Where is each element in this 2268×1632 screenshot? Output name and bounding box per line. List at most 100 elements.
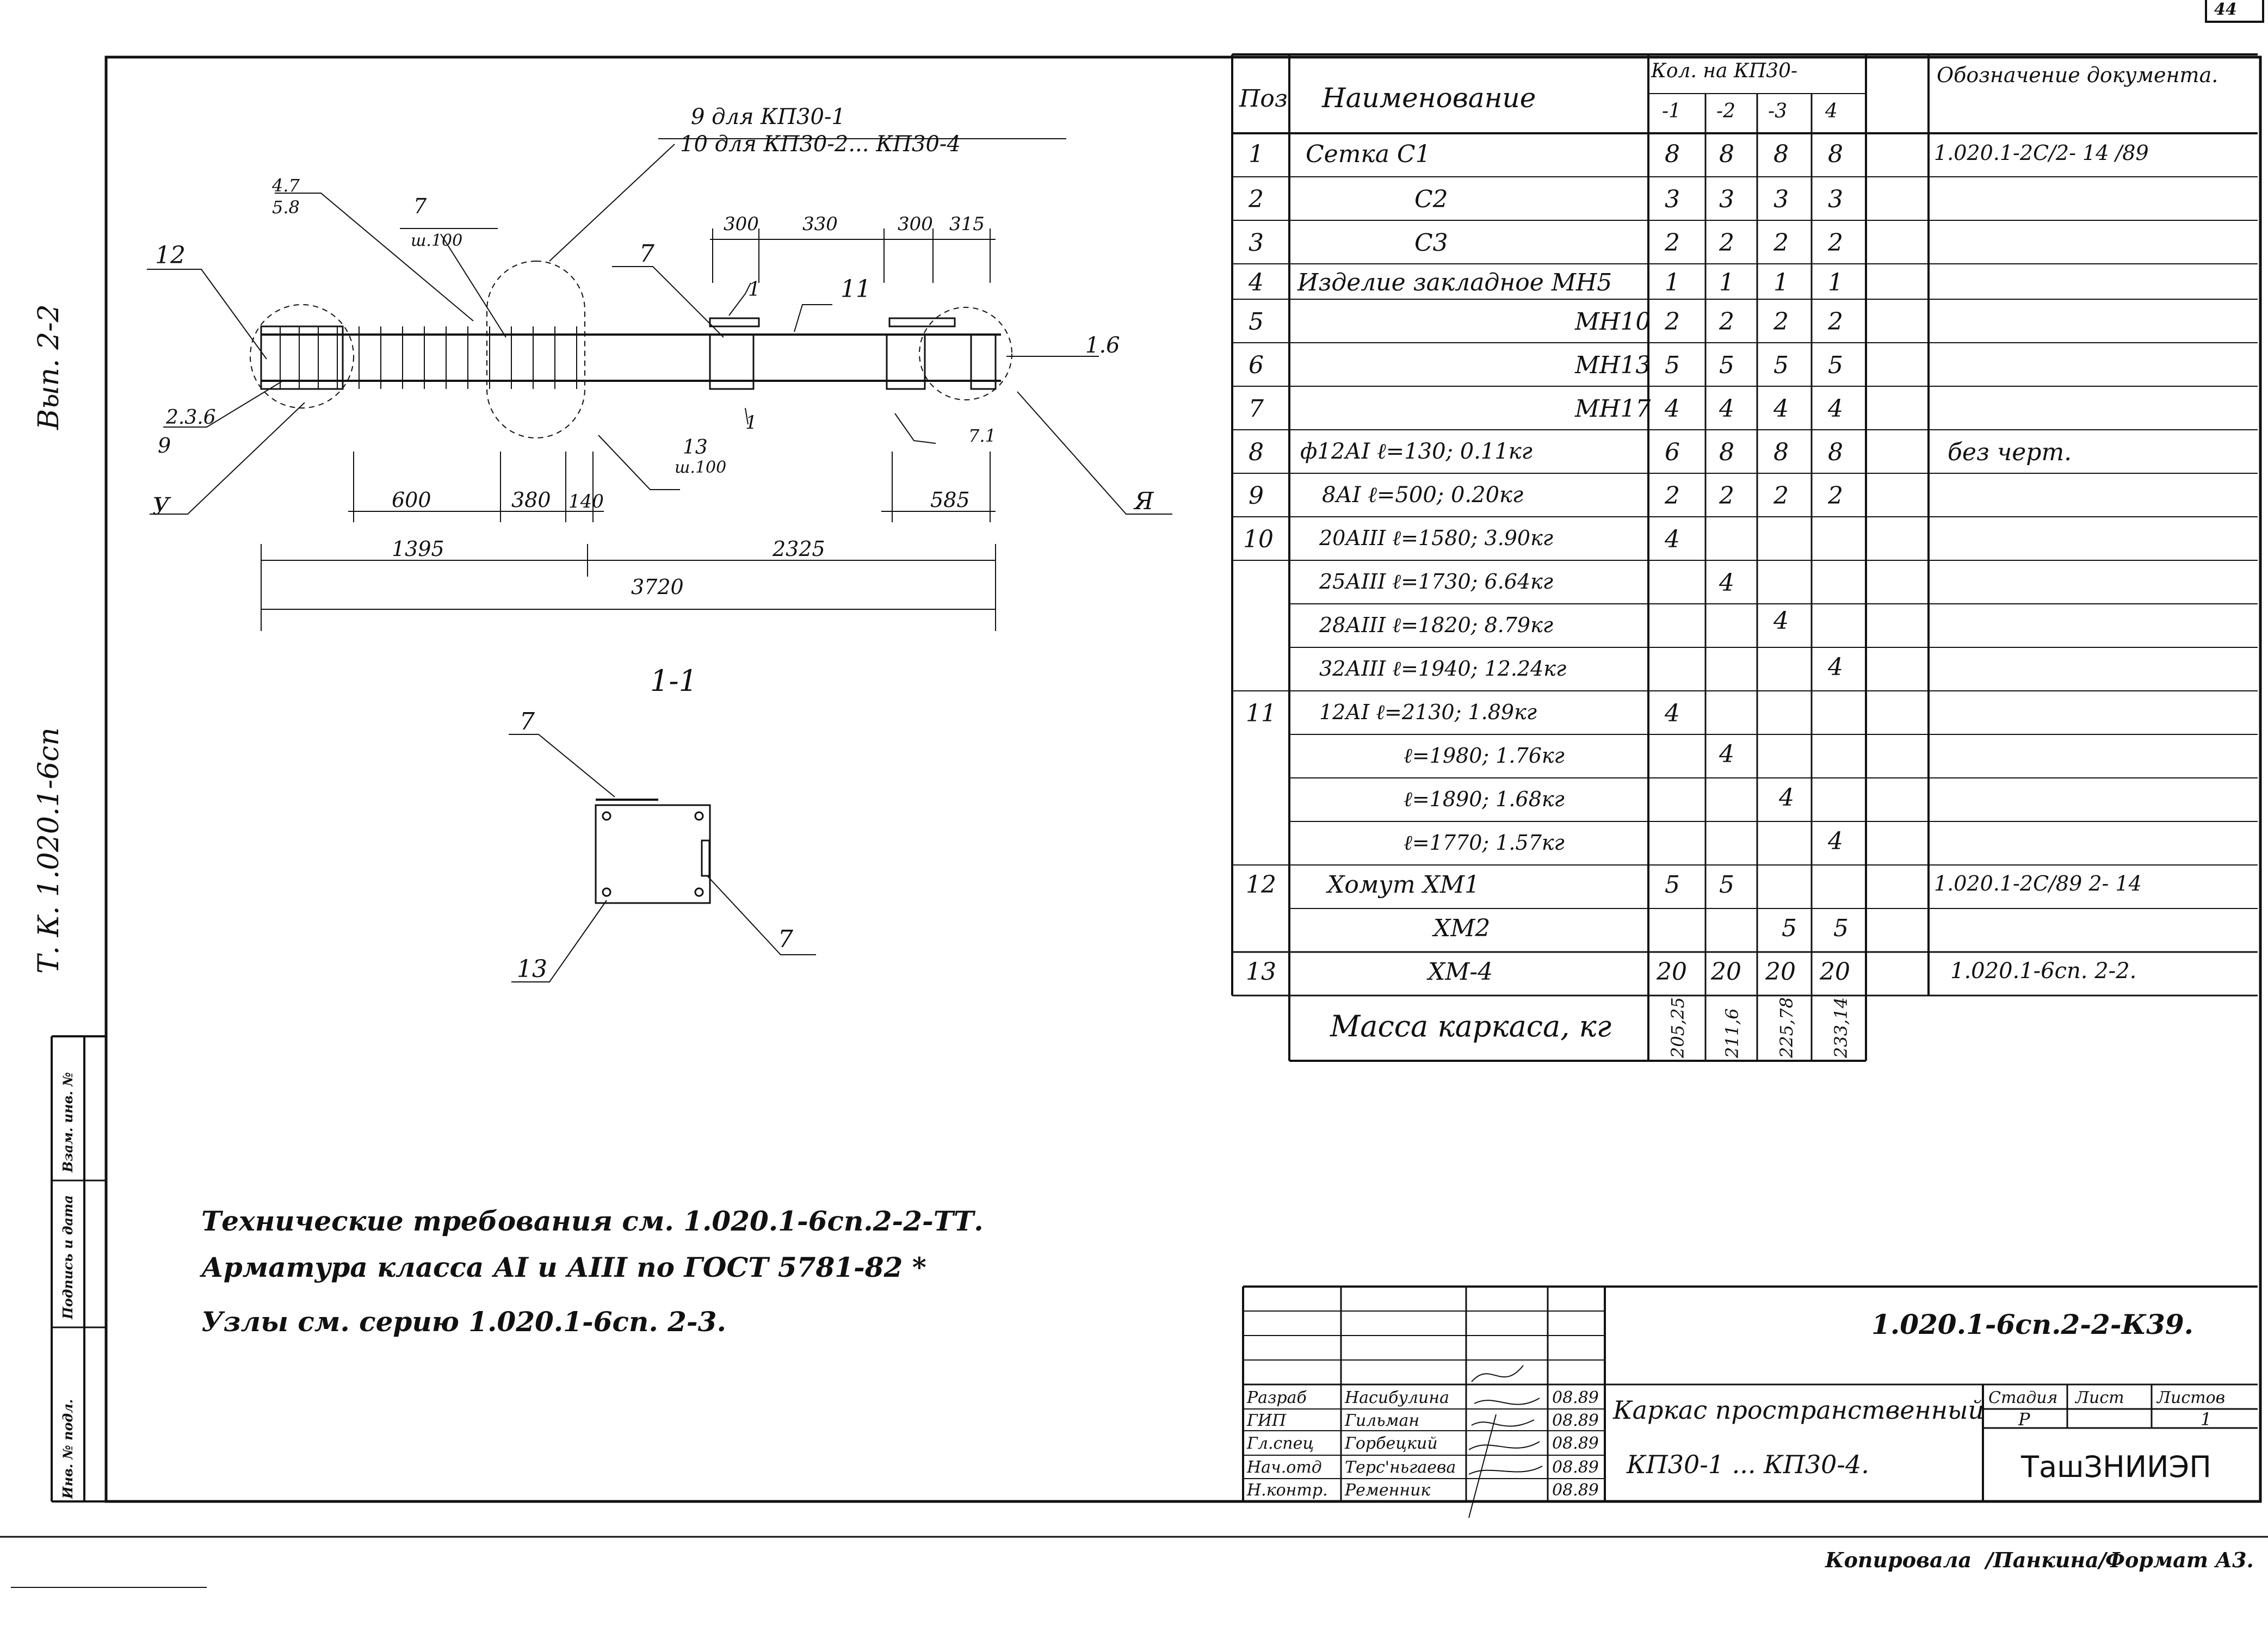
stage-value: Р bbox=[2018, 1409, 2030, 1430]
row-1-q4: 8 bbox=[1828, 140, 1843, 168]
role-2: ГИП bbox=[1247, 1411, 1287, 1430]
dim-2325: 2325 bbox=[773, 537, 825, 561]
name-1: Насибулина bbox=[1345, 1388, 1449, 1407]
row-13-q3: 20 bbox=[1765, 958, 1796, 986]
note-1: Технические требования см. 1.020.1-6сп.2… bbox=[201, 1205, 984, 1237]
dim-300b: 300 bbox=[898, 213, 933, 235]
row-8-q4: 8 bbox=[1828, 438, 1843, 466]
row-13-q2: 20 bbox=[1711, 958, 1741, 986]
row-10d-q4: 4 bbox=[1828, 653, 1843, 681]
row-8-q3: 8 bbox=[1773, 438, 1789, 466]
row-1-q2: 8 bbox=[1719, 140, 1734, 168]
row-12-pos: 12 bbox=[1246, 871, 1276, 899]
row-10-pos: 10 bbox=[1243, 526, 1274, 553]
section-label-7a: 7 bbox=[520, 708, 535, 735]
row-3-q2: 2 bbox=[1719, 229, 1734, 257]
label-13-step: ш.100 bbox=[675, 458, 727, 477]
header-qty-2: -2 bbox=[1716, 100, 1736, 122]
note-2: Арматура класса АI и АIII по ГОСТ 5781-8… bbox=[201, 1251, 926, 1283]
header-qty-4: 4 bbox=[1825, 100, 1838, 122]
row-9-q1: 2 bbox=[1665, 482, 1680, 510]
page-number: 44 bbox=[2214, 0, 2237, 19]
label-13: 13 bbox=[683, 436, 708, 459]
copier-name: /Панкина/ bbox=[1986, 1548, 2106, 1572]
label-4-7: 4.7 bbox=[272, 175, 300, 196]
row-6-name: МН13 bbox=[1575, 351, 1651, 379]
role-5: Н.контр. bbox=[1247, 1481, 1328, 1500]
spec-table-grid bbox=[1231, 53, 2258, 1062]
row-1-name: Сетка С1 bbox=[1306, 140, 1431, 168]
row-9-name: 8АI ℓ=500; 0.20кг bbox=[1322, 483, 1524, 508]
row-5-pos: 5 bbox=[1249, 308, 1264, 336]
row-4-pos: 4 bbox=[1249, 269, 1264, 296]
sheets-value: 1 bbox=[2201, 1409, 2212, 1430]
row-10b-name: 25АIII ℓ=1730; 6.64кг bbox=[1319, 570, 1554, 594]
row-8-q2: 8 bbox=[1719, 438, 1734, 466]
drawing-code: 1.020.1-6сп.2-2-К39. bbox=[1871, 1308, 2194, 1340]
row-12b-name: ХМ2 bbox=[1433, 914, 1491, 942]
row-13-q1: 20 bbox=[1657, 958, 1687, 986]
row-8-q1: 6 bbox=[1665, 438, 1680, 466]
row-12b-q3: 5 bbox=[1782, 914, 1797, 942]
label-7b: 7 bbox=[639, 240, 654, 268]
stamp-sign: Подпись и дата bbox=[60, 1195, 76, 1319]
row-5-q4: 2 bbox=[1828, 308, 1843, 336]
row-13-pos: 13 bbox=[1246, 958, 1276, 986]
label-u: У bbox=[152, 493, 170, 521]
row-3-q1: 2 bbox=[1665, 229, 1680, 257]
stamp-replace: Взам. инв. № bbox=[60, 1072, 76, 1172]
header-doc: Обозначение документа. bbox=[1937, 63, 2218, 87]
date-2: 08.89 bbox=[1552, 1411, 1599, 1430]
row-4-q1: 1 bbox=[1665, 269, 1680, 296]
row-8-doc: без черт. bbox=[1948, 438, 2072, 466]
row-11-name: 12АI ℓ=2130; 1.89кг bbox=[1319, 700, 1537, 724]
row-12-name: Хомут ХМ1 bbox=[1327, 871, 1480, 899]
dim-140: 140 bbox=[568, 491, 604, 512]
issue-label: Вып. 2-2 bbox=[33, 304, 65, 430]
row-2-pos: 2 bbox=[1249, 186, 1264, 213]
dim-585: 585 bbox=[930, 488, 970, 512]
row-9-q3: 2 bbox=[1773, 482, 1789, 510]
title-line-1: Каркас пространственный bbox=[1613, 1395, 1985, 1425]
organization: ТашЗНИИЭП bbox=[2021, 1450, 2211, 1484]
format-label: Формат А3. bbox=[2105, 1548, 2254, 1572]
date-3: 08.89 bbox=[1552, 1434, 1599, 1453]
label-2-3-6: 2.3.6 bbox=[166, 406, 216, 429]
row-8-pos: 8 bbox=[1249, 438, 1264, 466]
header-name: Наименование bbox=[1322, 82, 1536, 114]
row-11d-q4: 4 bbox=[1828, 827, 1843, 855]
date-1: 08.89 bbox=[1552, 1388, 1599, 1407]
label-1a: 1 bbox=[748, 279, 761, 301]
dim-380: 380 bbox=[511, 488, 551, 512]
row-11-q1: 4 bbox=[1665, 700, 1680, 727]
name-5: Ременник bbox=[1345, 1481, 1431, 1500]
row-2-q4: 3 bbox=[1828, 186, 1843, 213]
mass-value-2: 211,6 bbox=[1722, 1008, 1742, 1058]
section-label-7b: 7 bbox=[778, 925, 793, 953]
row-11b-name: ℓ=1980; 1.76кг bbox=[1404, 744, 1565, 768]
dim-1395: 1395 bbox=[392, 537, 444, 561]
row-12-q2: 5 bbox=[1719, 871, 1734, 899]
role-4: Нач.отд bbox=[1247, 1458, 1322, 1477]
row-6-q1: 5 bbox=[1665, 351, 1680, 379]
stamp-inv: Инв. № подл. bbox=[60, 1399, 76, 1499]
label-11: 11 bbox=[841, 275, 871, 303]
dim-3720: 3720 bbox=[631, 575, 684, 599]
row-12-doc: 1.020.1-2С/89 2- 14 bbox=[1934, 871, 2142, 895]
row-13-name: ХМ-4 bbox=[1428, 958, 1493, 986]
label-9: 9 bbox=[158, 434, 171, 458]
row-3-q4: 2 bbox=[1828, 229, 1843, 257]
sheets-label: Листов bbox=[2157, 1388, 2226, 1407]
section-label-13: 13 bbox=[517, 955, 547, 983]
label-7: 7 bbox=[413, 194, 427, 218]
row-10b-q2: 4 bbox=[1719, 569, 1734, 597]
dim-600: 600 bbox=[392, 488, 431, 512]
row-11-pos: 11 bbox=[1246, 700, 1276, 727]
row-13-doc: 1.020.1-6сп. 2-2. bbox=[1950, 959, 2137, 984]
label-1-6: 1.6 bbox=[1085, 333, 1120, 358]
header-qty-1: -1 bbox=[1662, 100, 1682, 122]
row-10d-name: 32АIII ℓ=1940; 12.24кг bbox=[1319, 657, 1567, 681]
mass-value-3: 225,78 bbox=[1776, 997, 1797, 1058]
label-12: 12 bbox=[155, 242, 186, 269]
